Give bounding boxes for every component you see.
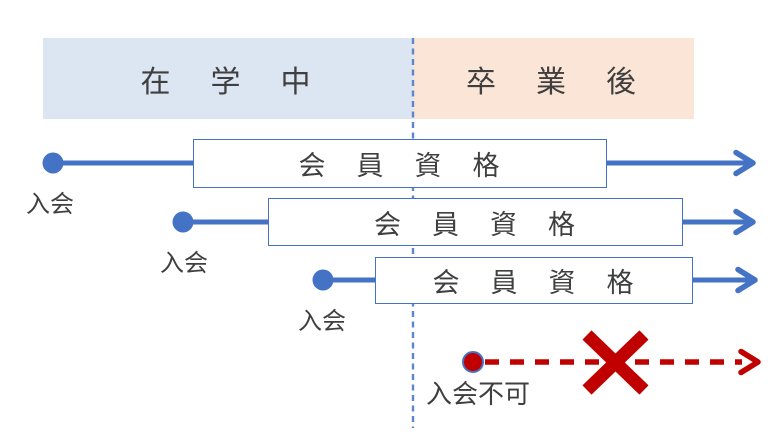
join-not-allowed-label: 入会不可 — [425, 379, 531, 409]
enrolled-period-band: 在 学 中 — [43, 38, 413, 119]
membership-box-2: 会 員 資 格 — [268, 198, 683, 246]
after-graduation-period-band: 卒 業 後 — [413, 38, 694, 119]
membership-box-3-label: 会 員 資 格 — [432, 268, 636, 298]
join-label-1: 入会 — [26, 191, 74, 218]
prohibition-x-icon — [582, 330, 649, 395]
join-label-2: 入会 — [160, 250, 208, 277]
membership-box-2-label: 会 員 資 格 — [374, 209, 577, 240]
blocked-join-dot-icon — [462, 351, 484, 373]
join-dot-2-icon — [172, 211, 194, 233]
timeline-3-arrowhead-icon — [735, 266, 758, 294]
membership-box-1: 会 員 資 格 — [193, 139, 607, 188]
enrolled-period-label: 在 学 中 — [140, 65, 316, 99]
after-graduation-period-label: 卒 業 後 — [466, 65, 641, 99]
join-label-3: 入会 — [298, 308, 346, 335]
membership-box-3: 会 員 資 格 — [375, 257, 693, 304]
timeline-2-arrowhead-icon — [733, 208, 756, 236]
blocked-arrowhead-icon — [738, 348, 761, 376]
timeline-1-arrowhead-icon — [733, 149, 756, 177]
join-dot-3-icon — [312, 269, 334, 291]
membership-box-1-label: 会 員 資 格 — [298, 151, 502, 181]
join-dot-1-icon — [42, 152, 64, 174]
